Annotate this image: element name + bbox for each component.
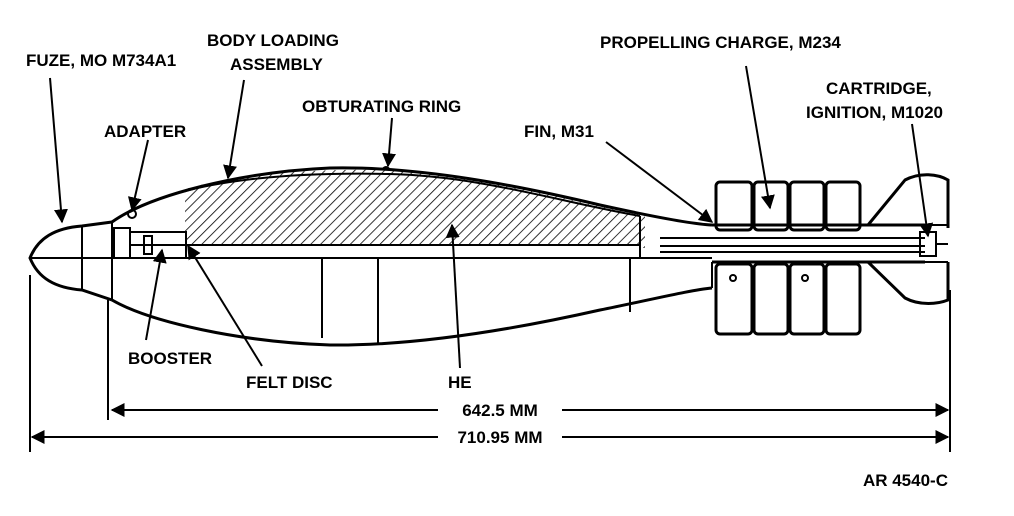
dimension-lines — [29, 275, 951, 452]
dimension-overall-length: 710.95 MM — [457, 428, 542, 447]
label-obturating-ring: OBTURATING RING — [302, 97, 461, 116]
label-felt-disc: FELT DISC — [246, 373, 333, 392]
leader-lines — [49, 65, 934, 369]
label-cartridge-line2: IGNITION, M1020 — [806, 103, 943, 122]
labels: FUZE, MO M734A1 BODY LOADING ASSEMBLY AD… — [26, 31, 948, 490]
label-propelling-charge: PROPELLING CHARGE, M234 — [600, 33, 841, 52]
label-adapter: ADAPTER — [104, 122, 186, 141]
he-filler — [185, 169, 645, 248]
label-fuze: FUZE, MO M734A1 — [26, 51, 176, 70]
label-fin: FIN, M31 — [524, 122, 594, 141]
figure-id: AR 4540-C — [863, 471, 948, 490]
label-cartridge-line1: CARTRIDGE, — [826, 79, 932, 98]
tail-boom — [660, 223, 925, 288]
label-body-loading-line1: BODY LOADING — [207, 31, 339, 50]
label-body-loading-line2: ASSEMBLY — [230, 55, 324, 74]
propelling-charge-increments — [714, 180, 862, 336]
fuze-nose — [28, 220, 113, 302]
dimension-body-length: 642.5 MM — [462, 401, 538, 420]
adapter-booster-assembly — [113, 209, 187, 259]
label-booster: BOOSTER — [128, 349, 212, 368]
label-he: HE — [448, 373, 472, 392]
